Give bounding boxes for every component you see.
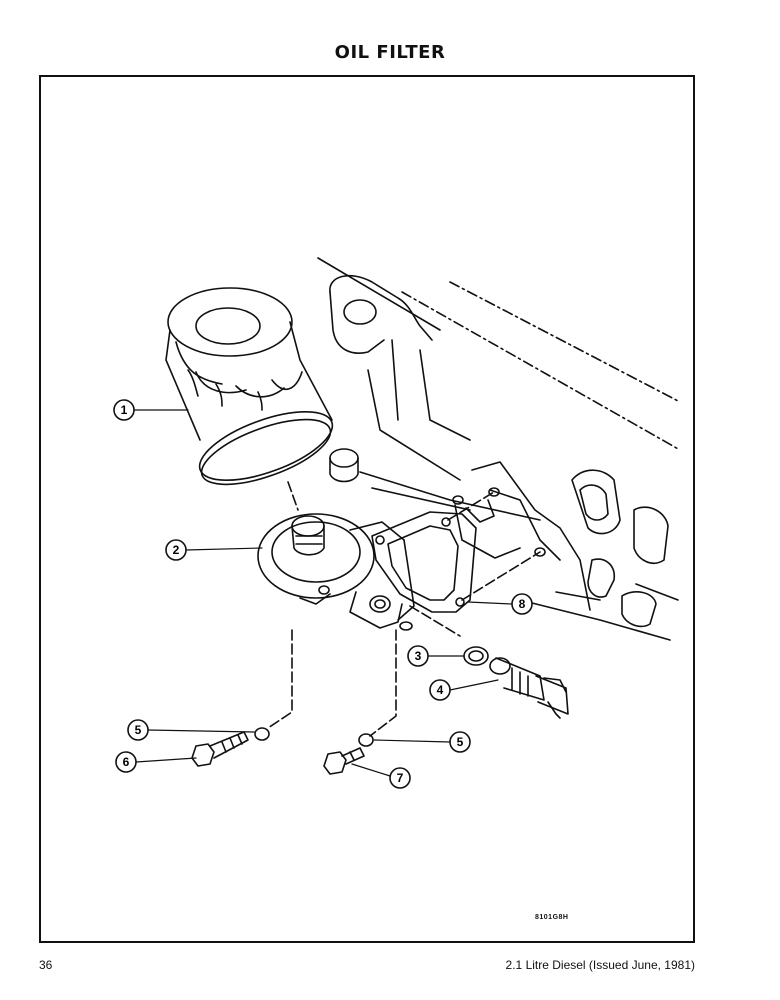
illustration-frame [39,75,695,943]
leader-lines [133,409,513,777]
svg-text:5: 5 [135,723,142,737]
page-title: OIL FILTER [334,42,446,63]
svg-text:8: 8 [519,597,526,611]
gasket-alignment-lines [409,491,541,637]
gasket [371,511,477,613]
svg-text:1: 1 [121,403,128,417]
figure-code: 8101G8H [535,914,569,921]
publication-note: 2.1 Litre Diesel (Issued June, 1981) [505,958,695,972]
callout-7: 7 [389,767,411,789]
svg-text:6: 6 [123,755,130,769]
svg-text:7: 7 [397,771,404,785]
filter-adaptor [257,513,415,631]
assembly-line [287,481,299,511]
svg-text:4: 4 [437,683,444,697]
svg-text:3: 3 [415,649,422,663]
page-number: 36 [39,958,53,972]
callout-5-right: 5 [449,731,471,753]
callout-4: 4 [429,679,451,701]
sealing-washer [463,646,489,666]
spring-washer-left [254,727,270,741]
svg-text:5: 5 [457,735,464,749]
callout-5-left: 5 [127,719,149,741]
relief-valve [489,657,569,719]
callout-6: 6 [115,751,137,773]
spring-washer-right [358,733,374,747]
bolt-short [323,747,365,775]
callout-8: 8 [511,593,533,615]
svg-text:2: 2 [173,543,180,557]
callout-1: 1 [113,399,135,421]
oil-filter-canister [165,287,334,486]
bolt-long [191,731,249,767]
bolt-alignment-lines [267,629,397,737]
callout-3: 3 [407,645,429,667]
callout-2: 2 [165,539,187,561]
engine-block [317,257,681,641]
